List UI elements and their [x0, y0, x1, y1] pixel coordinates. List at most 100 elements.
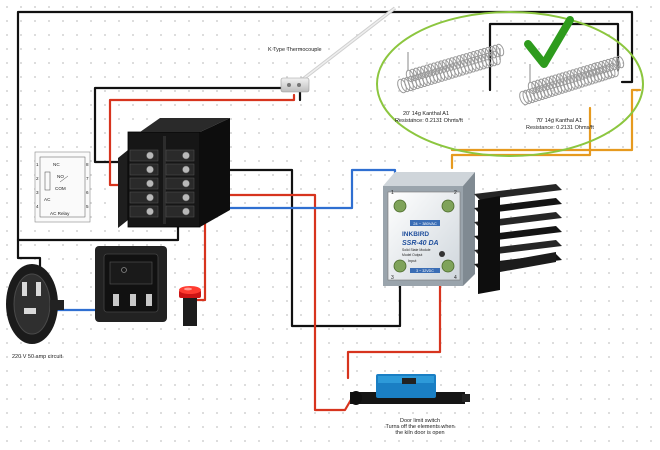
coil-turn: [612, 56, 621, 70]
heat-sink-base: [478, 196, 500, 294]
coil-turn: [487, 51, 498, 67]
ssr-screw-3: [393, 259, 407, 273]
ssr-input: Input: [408, 259, 417, 263]
coil-turn: [570, 69, 579, 82]
pid-terminal-screw: [146, 165, 154, 174]
coil-turn: [427, 63, 436, 77]
relay-schematic: 1 2 3 4 8 7 6 5 NC NO COM AC AC Relay: [34, 151, 91, 223]
orange-wire-left: [450, 106, 592, 170]
heat-sink-foot: [500, 252, 556, 272]
ssr-screw-4: [441, 259, 455, 273]
coil-turn: [470, 51, 480, 64]
red-wire-ssr: [346, 268, 442, 380]
coil-turn: [434, 61, 444, 74]
coil-turn: [420, 65, 429, 79]
pid-terminal-screw: [182, 193, 190, 202]
pid-terminal: [165, 205, 195, 218]
coil-turn: [452, 56, 462, 69]
ssr-terminal-3: 3: [391, 275, 394, 281]
black-wire-power: [16, 238, 42, 272]
coil-turn: [587, 64, 597, 77]
ssr-top-band: 24 ~ 380VAC: [413, 221, 437, 226]
pid-terminal-screw: [182, 165, 190, 174]
relay-pin-8: 8: [86, 162, 89, 167]
black-wire-top: [16, 10, 634, 242]
ssr-bottom-band: 3 ~ 32VDC: [416, 269, 434, 273]
relay-pin-7: 7: [86, 176, 89, 181]
pid-terminal: [165, 149, 195, 162]
coil-turn: [481, 47, 490, 61]
coil-turn: [492, 44, 501, 58]
coil-turn: [466, 52, 476, 65]
black-wire-left-drop: [16, 220, 180, 242]
pid-terminal: [129, 191, 159, 204]
element-left-label: 20' 14g Kanthal A1: [403, 111, 450, 117]
coil-turn: [525, 88, 536, 104]
coil-turn: [412, 67, 422, 81]
coil-turn: [463, 53, 472, 66]
relay-pin-2: 2: [36, 176, 39, 181]
ssr-terminal-1: 1: [391, 190, 394, 196]
pid-terminal-screw: [182, 179, 190, 188]
coil-turn: [519, 90, 529, 106]
coil-turn: [562, 77, 573, 92]
coil-turn: [488, 45, 498, 59]
coil-turn: [569, 75, 579, 90]
coil-turn: [598, 60, 607, 74]
relay-nc-label: NC: [53, 162, 60, 167]
pid-terminal-screw: [146, 207, 154, 216]
power-label: 220 V 50 amp circuit: [12, 354, 63, 360]
coil-turn: [573, 68, 582, 81]
elements-highlight: [376, 11, 644, 157]
thermocouple-label: K Type Thermocouple: [268, 47, 322, 53]
heat-sink-fin: [474, 184, 562, 200]
coil-turn: [438, 60, 447, 73]
coil-turn: [584, 65, 593, 78]
coil-turn: [534, 79, 544, 93]
rocker-switch: [95, 246, 167, 322]
coil-turn: [601, 59, 611, 73]
coil-turn: [522, 89, 533, 105]
element-right-resistance: Resistance: 0.2131 Ohms/ft: [526, 125, 594, 131]
door-switch-note-1: Turns off the elements when: [385, 424, 455, 430]
coil-turn: [552, 80, 563, 95]
coil-turn: [605, 58, 614, 72]
coil-turn: [559, 78, 569, 93]
relay-pin-6: 6: [86, 190, 89, 195]
coil-turn: [541, 77, 551, 91]
coil-turn: [416, 66, 426, 80]
pid-terminal-screw: [146, 193, 154, 202]
coil-turn: [594, 61, 604, 75]
coil-turn: [529, 87, 539, 103]
coil-turn: [423, 64, 433, 78]
pid-terminal: [129, 177, 159, 190]
relay-pin-3: 3: [36, 190, 39, 195]
pid-terminal: [129, 163, 159, 176]
ssr-brand: INKBIRD: [402, 231, 429, 238]
black-wire-to-ssr: [188, 168, 402, 328]
thermocouple: [280, 6, 397, 93]
relay-pin-5: 5: [86, 204, 89, 209]
ssr-sub1: Solid State Module: [402, 248, 431, 252]
coil-turn: [527, 81, 537, 95]
relay-coil-label: AC: [44, 197, 51, 202]
door-limit-switch: [350, 374, 470, 405]
coil-turn: [484, 46, 494, 60]
coil-turn: [445, 58, 454, 71]
pid-terminal-screw: [182, 151, 190, 160]
element-right-label: 70' 14g Kanthal A1: [536, 118, 583, 124]
coil-turn: [566, 70, 575, 83]
indicator-light: [179, 286, 201, 326]
coil-turn: [430, 62, 440, 75]
coil-turn: [591, 63, 600, 76]
solid-state-relay: 24 ~ 380VAC INKBIRD SSR-40 DA Solid Stat…: [383, 172, 475, 286]
red-wire-thermocouple: [108, 93, 296, 187]
coil-turn: [456, 55, 465, 68]
pid-terminal: [165, 177, 195, 190]
ssr-terminal-4: 4: [454, 275, 457, 281]
black-wire-mid: [488, 22, 620, 92]
red-wire-door: [184, 193, 354, 412]
coil-turn: [572, 74, 583, 89]
pid-terminal: [165, 191, 195, 204]
